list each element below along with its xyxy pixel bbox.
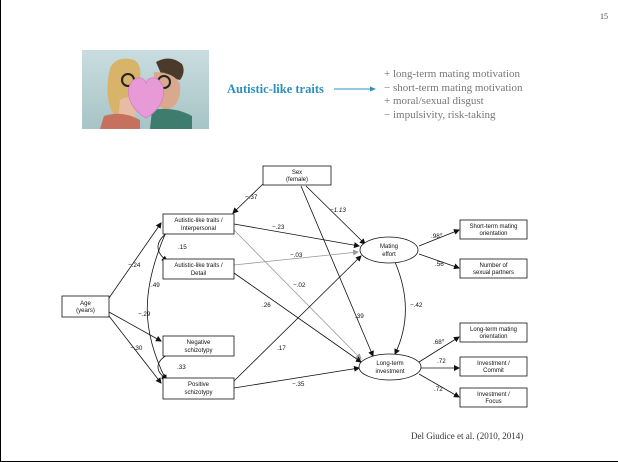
coef-sex-ltinv: −1.13 [330,207,346,214]
effect-item: + moral/sexual disgust [384,95,484,107]
svg-text:Investment /: Investment / [477,392,510,398]
path-sex-alti [232,183,264,214]
cov-neg-pos [157,349,173,380]
effect-item: − impulsivity, risk-taking [384,108,496,121]
path-pos-me [233,255,362,382]
path-age-pos [108,315,162,384]
effects-list: + long-term mating motivation − short-te… [384,68,523,122]
svg-text:Mating: Mating [380,244,398,250]
coef-ltinv-focus: .72 [434,386,443,393]
coef-sex-me: .39 [355,313,364,320]
svg-text:Investment /: Investment / [477,361,510,367]
svg-text:Number of: Number of [479,263,507,269]
node-investment-commit: Investment / Commit [459,356,528,377]
node-long-term-investment: Long-term investment [358,353,422,381]
path-sex-me [305,185,366,245]
svg-text:Short-term mating: Short-term mating [469,224,517,230]
node-long-term-orientation: Long-term mating orientation [459,322,528,343]
coef-ltinv-commit: .72 [437,358,446,365]
cov-me-ltinv [390,256,406,355]
node-num-partners: Number of sexual partners [459,258,528,279]
svg-text:effort: effort [382,252,396,258]
path-age-alti [108,222,162,299]
coef-alti-pos: .49 [151,282,160,289]
svg-text:Sex: Sex [292,170,302,176]
coef-age-neg: −.29 [138,311,151,318]
page-number: 15 [600,12,608,21]
svg-text:Age: Age [80,301,91,307]
svg-text:Interpersonal: Interpersonal [181,226,216,232]
path-alti-me [233,223,360,249]
svg-text:Detail: Detail [191,271,206,277]
path-pos-ltinv [233,365,360,389]
svg-text:(female): (female) [286,177,308,183]
node-investment-focus: Investment / Focus [459,387,528,408]
citation: Del Giudice et al. (2010, 2014) [411,431,524,441]
coefficient-labels: −.37 −1.13 −.23 −.03 −.02 .26 .39 .17 −.… [128,194,446,393]
path-ltinv-longorient [418,336,460,363]
cov-alti-altd [157,227,173,262]
svg-text:Focus: Focus [485,399,501,405]
coef-altd-me: −.03 [290,252,303,259]
coef-alti-me: −.23 [272,224,285,231]
node-short-term-orientation: Short-term mating orientation [459,219,528,240]
node-neg-schizotypy: Negative schizotypy [162,335,235,357]
coef-alti-altd: .15 [178,244,187,251]
svg-text:(years): (years) [76,308,95,314]
coef-altd-ltinv: .26 [262,302,271,309]
svg-text:Positive: Positive [188,382,210,388]
coef-neg-pos: .33 [177,364,186,371]
node-pos-schizotypy: Positive schizotypy [162,377,235,400]
svg-text:Negative: Negative [187,340,211,346]
effect-item: + long-term mating motivation [384,68,521,80]
svg-text:investment: investment [375,369,404,375]
svg-text:schizotypy: schizotypy [184,390,212,396]
node-alt-detail: Autistic-like traits / Detail [162,258,235,280]
node-alt-interpersonal: Autistic-like traits / Interpersonal [162,213,235,235]
effect-item: − short-term mating motivation [384,81,523,94]
coef-pos-me: .17 [277,345,286,352]
path-me-partners [418,253,460,270]
node-sex: Sex (female) [262,165,332,186]
coef-alti-ltinv: −.02 [293,282,306,289]
path-me-short [418,229,460,247]
couple-photo [82,50,209,129]
path-altd-me [233,249,359,266]
headline: Autistic-like traits [227,82,324,96]
path-altd-ltinv [233,272,362,363]
node-age: Age (years) [61,295,110,318]
svg-text:Long-term: Long-term [376,361,403,367]
svg-text:sexual partners: sexual partners [473,270,514,276]
path-alti-ltinv [233,229,362,360]
svg-text:Commit: Commit [483,368,504,374]
coef-age-pos: −.30 [130,345,143,352]
headline-arrow [334,86,376,92]
path-sex-ltinv [300,185,374,357]
coef-sex-alti: −.37 [245,194,258,201]
coef-me-partners: .56 [435,261,444,268]
node-mating-effort: Mating effort [359,236,419,264]
svg-text:orientation: orientation [479,334,507,340]
coef-age-alti: −.24 [128,262,141,269]
coef-me-short: .98rf [431,232,443,241]
svg-text:Autistic-like traits /: Autistic-like traits / [174,263,223,269]
path-ltinv-focus [418,373,460,398]
coef-pos-ltinv: −.35 [292,381,305,388]
svg-text:Autistic-like traits /: Autistic-like traits / [174,218,223,224]
coef-me-ltinv: −.42 [410,302,423,309]
svg-text:schizotypy: schizotypy [184,348,212,354]
svg-text:Long-term mating: Long-term mating [470,327,517,333]
coef-ltinv-longorient: .68rf [433,338,445,347]
path-age-neg [108,311,162,342]
svg-text:orientation: orientation [479,231,507,237]
